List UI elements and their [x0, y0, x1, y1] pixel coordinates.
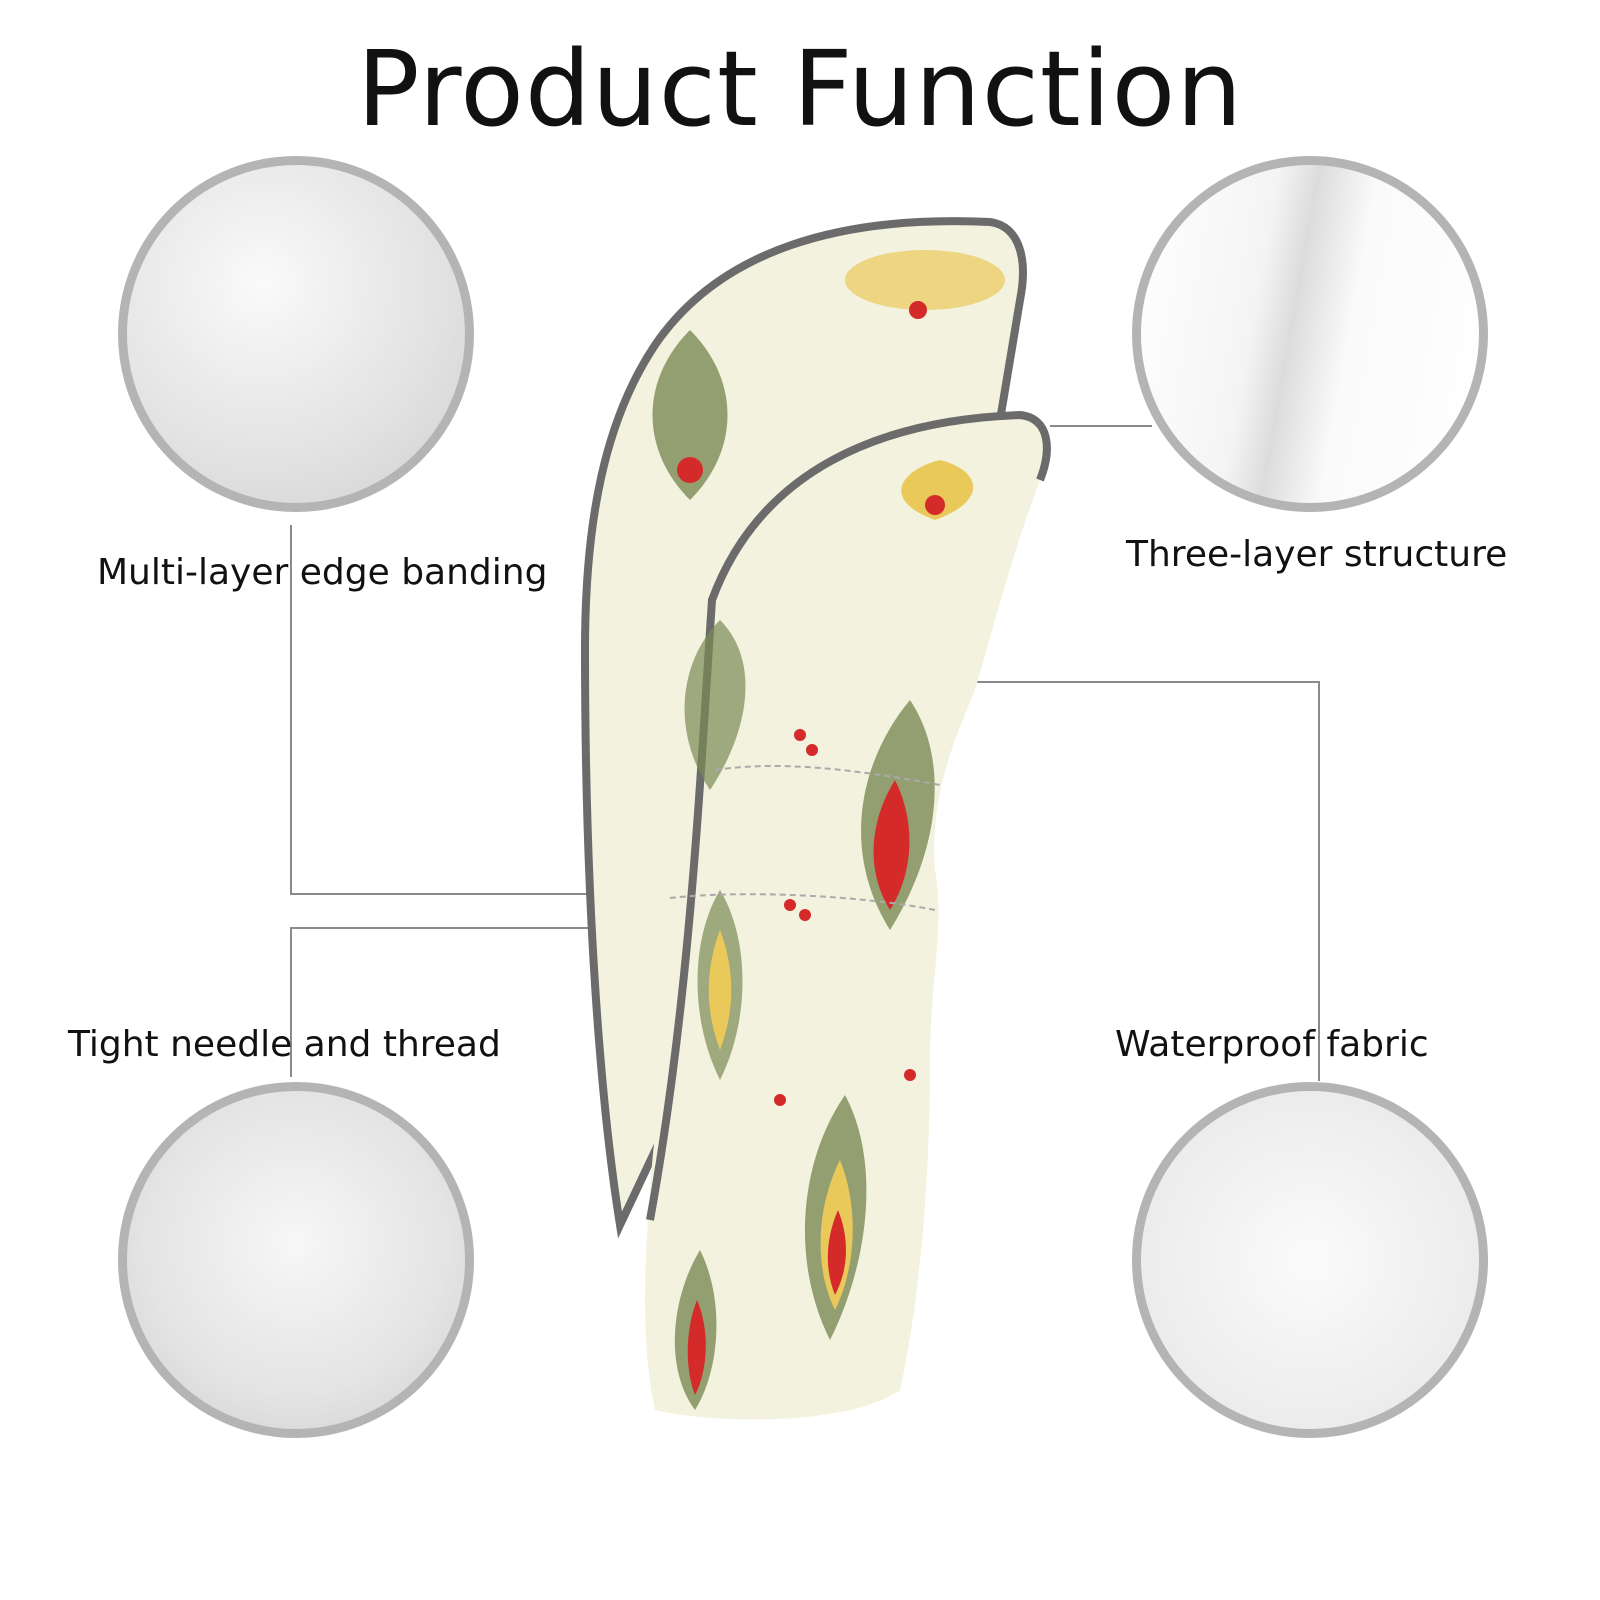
- feature-label-waterproof: Waterproof fabric: [1115, 1024, 1429, 1065]
- waterproof-detail-image: [1132, 1082, 1488, 1438]
- connector-line: [290, 893, 606, 895]
- headcover-front-panel: [645, 415, 1047, 1420]
- stitch-line: [714, 765, 941, 786]
- page-title: Product Function: [356, 28, 1244, 150]
- connector-line: [290, 927, 610, 929]
- edge-banding-detail-image: [118, 156, 474, 512]
- feature-label-three-layer: Three-layer structure: [1126, 534, 1508, 575]
- needle-thread-detail-image: [118, 1082, 474, 1438]
- three-layer-detail-image: [1132, 156, 1488, 512]
- connector-line: [290, 927, 292, 1077]
- stitch-line: [669, 893, 936, 911]
- headcover-front-piping: [646, 410, 1051, 1221]
- floral-motifs: [652, 250, 1005, 1410]
- connector-line: [1318, 681, 1320, 1081]
- feature-label-needle-thread: Tight needle and thread: [68, 1024, 501, 1065]
- feature-label-edge-banding: Multi-layer edge banding: [97, 552, 548, 593]
- connector-line: [1050, 425, 1152, 427]
- connector-line: [290, 525, 292, 895]
- connector-line: [922, 681, 1320, 683]
